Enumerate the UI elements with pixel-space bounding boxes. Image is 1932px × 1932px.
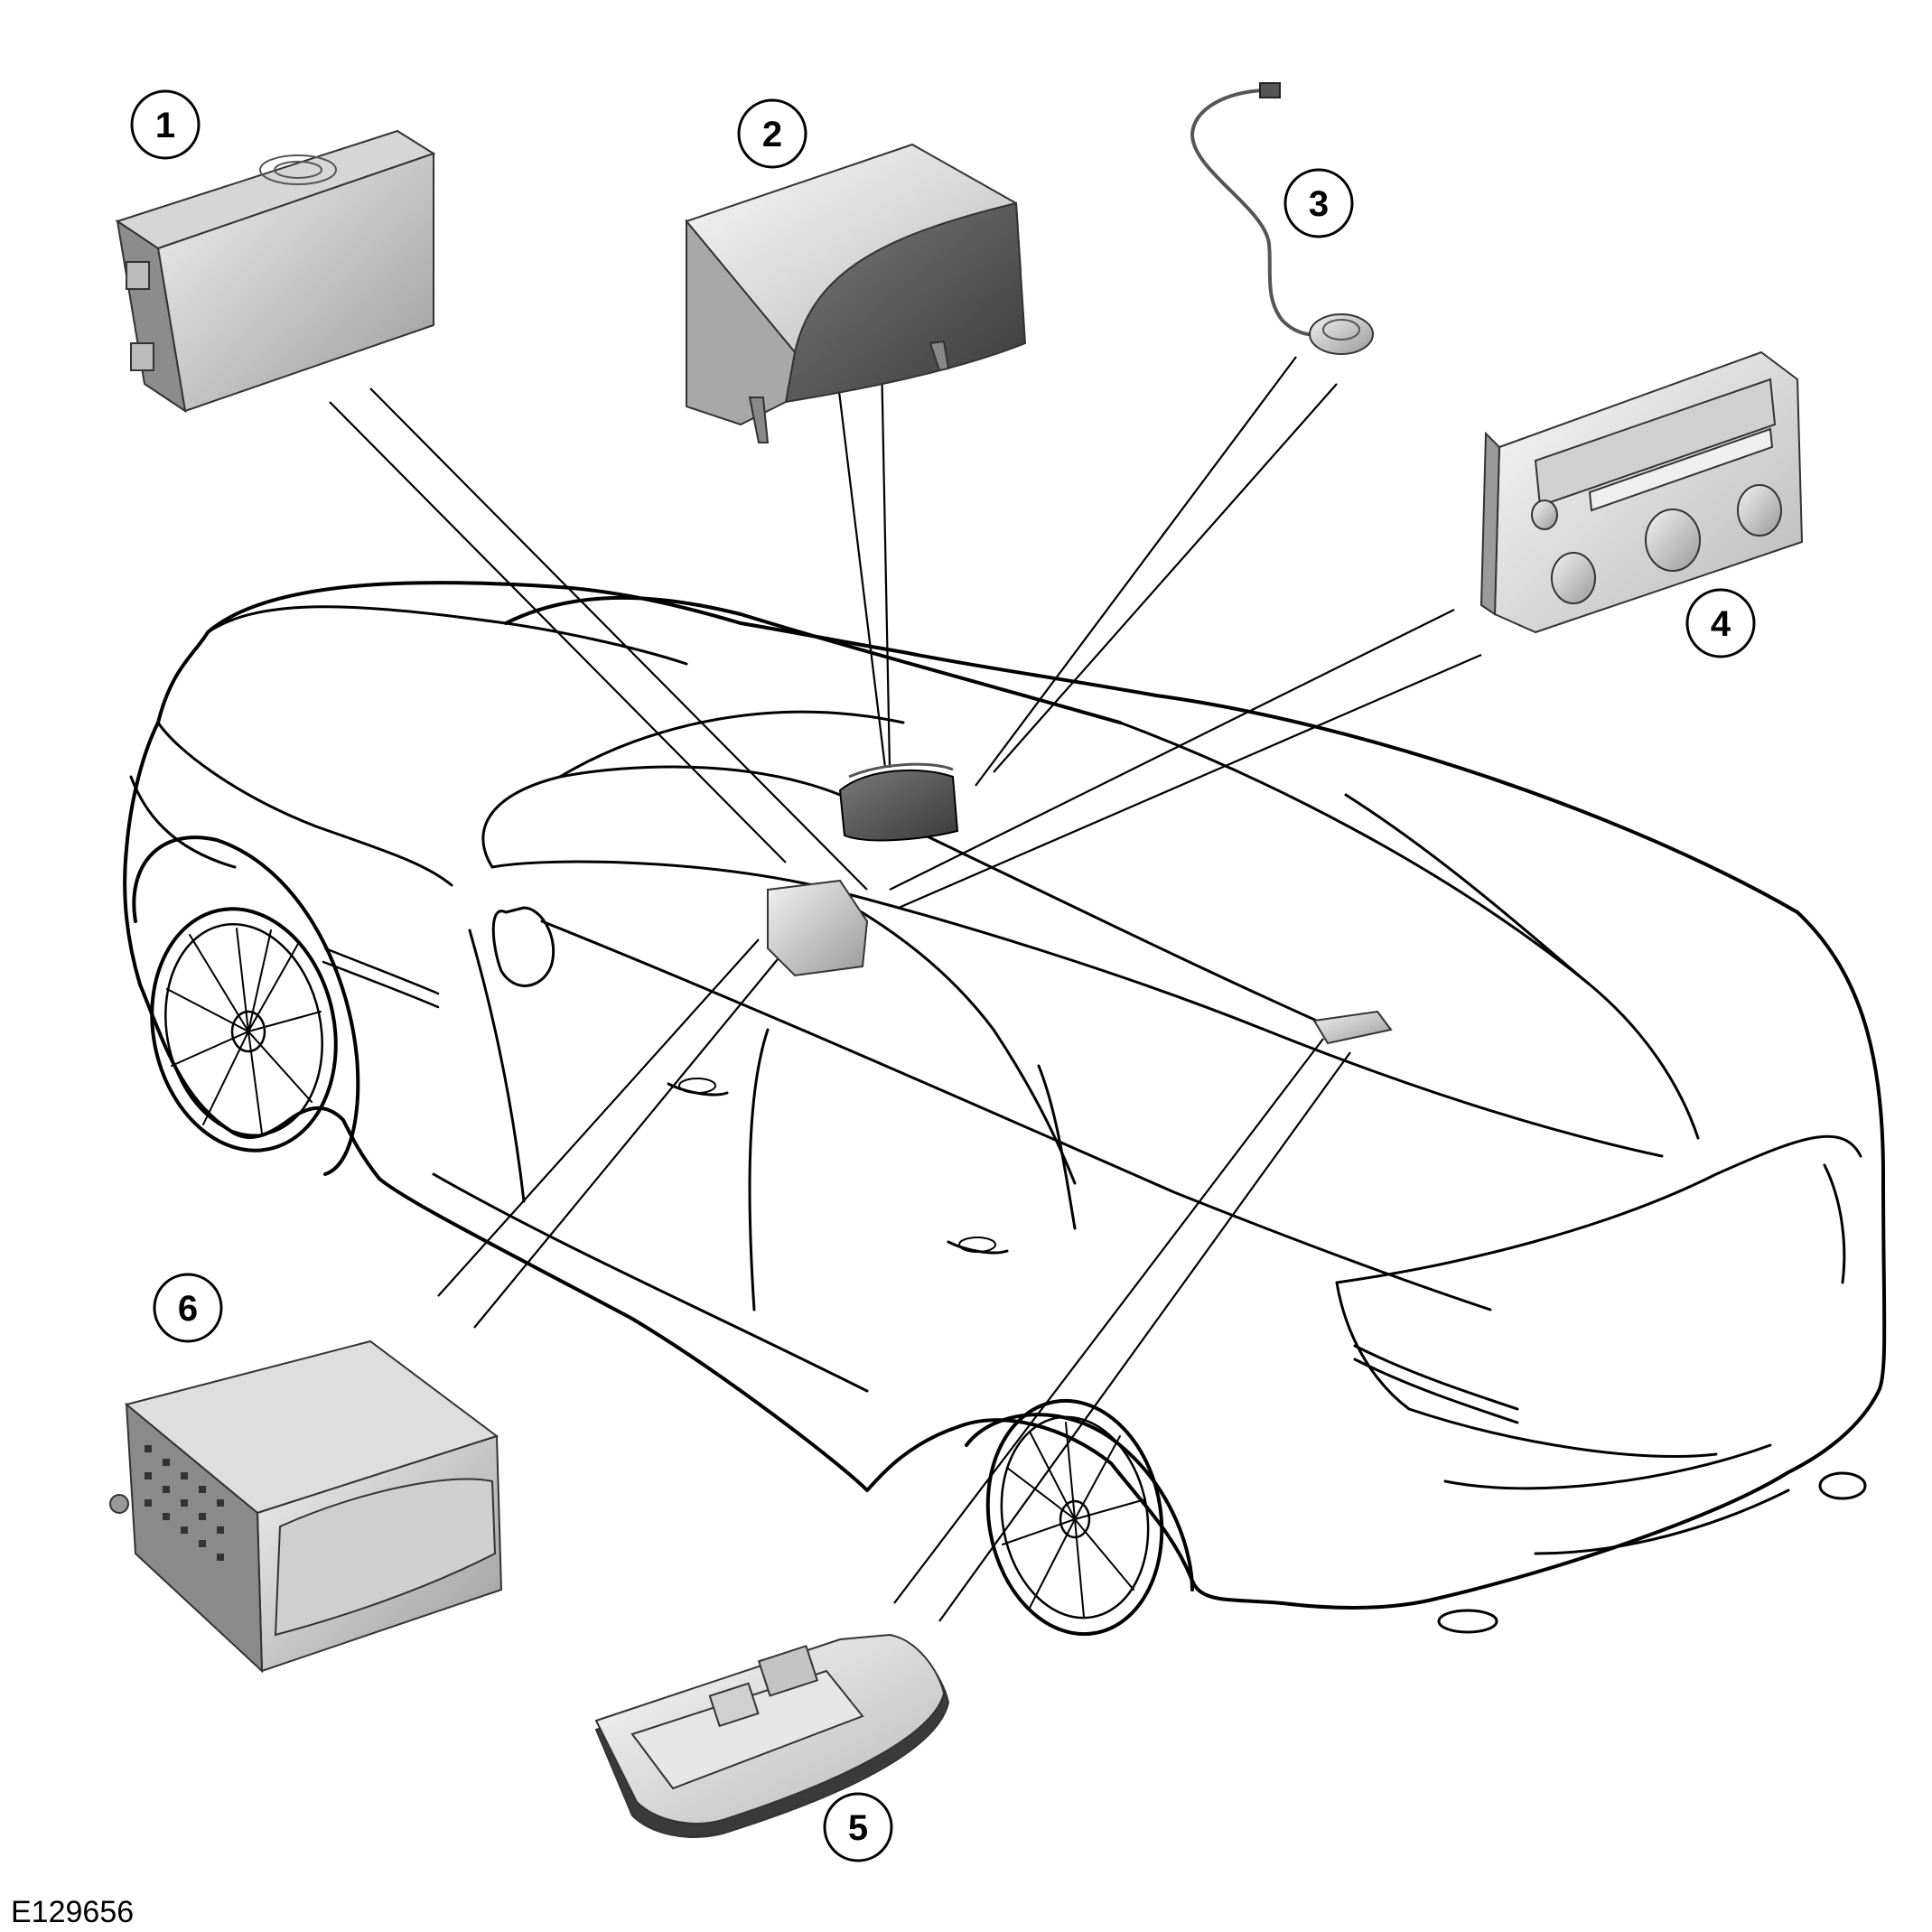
overhead-module-in-vehicle <box>1312 1010 1393 1045</box>
callout-3: 3 <box>1283 168 1354 238</box>
callout-2-label: 2 <box>762 115 782 154</box>
callout-2: 2 <box>737 98 807 169</box>
component-5-overhead-module <box>594 1633 950 1838</box>
vehicle-outline <box>123 581 1887 1637</box>
callout-1: 1 <box>130 89 201 160</box>
leader-lines <box>329 311 1482 1622</box>
figure-reference-code: E129656 <box>11 1895 134 1929</box>
component-1-module <box>115 129 436 414</box>
component-3-sensor <box>1190 82 1374 355</box>
callout-3-label: 3 <box>1309 184 1329 224</box>
callout-6: 6 <box>153 1273 223 1343</box>
callout-6-label: 6 <box>178 1289 198 1329</box>
callout-1-label: 1 <box>155 106 175 145</box>
instrument-cluster-in-vehicle <box>838 762 959 842</box>
component-4-control-panel <box>1479 350 1804 634</box>
component-6-media-unit <box>109 1339 503 1674</box>
callout-5-label: 5 <box>848 1808 868 1848</box>
module-in-vehicle <box>767 879 869 977</box>
callout-5: 5 <box>823 1792 893 1862</box>
component-2-instrument-cluster <box>685 143 1027 443</box>
callout-4: 4 <box>1685 588 1756 658</box>
callout-4-label: 4 <box>1711 604 1731 644</box>
